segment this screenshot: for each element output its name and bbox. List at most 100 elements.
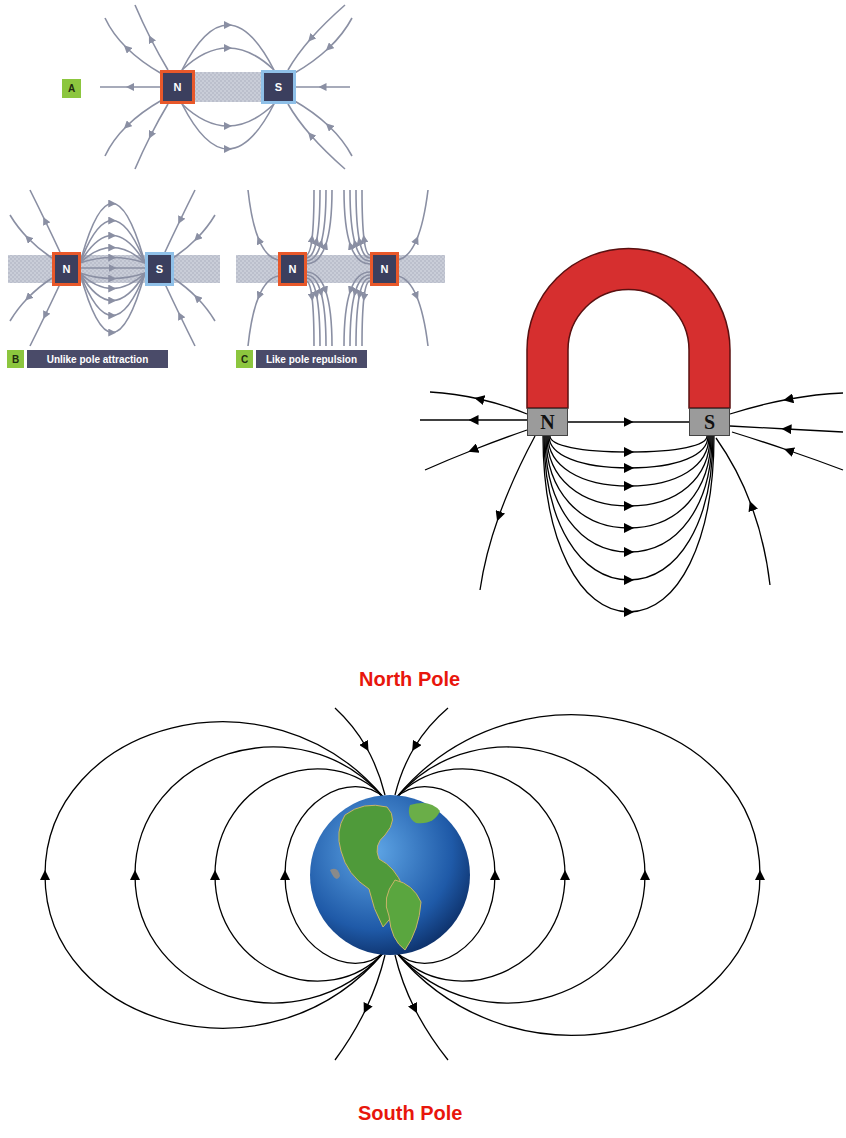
north-pole-box-text: N bbox=[289, 263, 297, 275]
field-line bbox=[420, 419, 527, 420]
horseshoe-pole-text: S bbox=[704, 411, 715, 434]
field-line bbox=[306, 190, 314, 255]
field-line bbox=[543, 436, 714, 612]
earth-globe bbox=[310, 795, 470, 955]
field-line bbox=[335, 955, 385, 1060]
field-line bbox=[45, 722, 384, 1028]
field-line bbox=[165, 284, 195, 346]
field-line bbox=[182, 104, 274, 149]
field-line bbox=[730, 393, 843, 414]
field-line bbox=[356, 278, 370, 346]
field-line bbox=[293, 100, 352, 156]
field-line bbox=[248, 276, 278, 346]
field-line bbox=[30, 190, 60, 252]
field-line bbox=[306, 272, 332, 346]
field-line bbox=[398, 190, 428, 260]
field-line bbox=[30, 284, 60, 346]
field-line bbox=[182, 48, 274, 70]
north-pole-box-text: N bbox=[63, 263, 71, 275]
north-pole-box-text: N bbox=[381, 263, 389, 275]
panel-letter-text: A bbox=[68, 83, 75, 94]
caption-band: Unlike pole attraction bbox=[27, 350, 168, 368]
field-line bbox=[547, 436, 710, 506]
field-line bbox=[356, 190, 370, 258]
field-line bbox=[306, 190, 326, 261]
horseshoe-pole-text: N bbox=[540, 411, 554, 434]
north-pole-box: N bbox=[278, 252, 307, 286]
caption-band: Like pole repulsion bbox=[256, 350, 367, 368]
field-line bbox=[549, 436, 708, 468]
field-line bbox=[100, 86, 160, 88]
field-line bbox=[248, 190, 278, 260]
north-pole-box-text: N bbox=[174, 81, 182, 93]
bar-magnet bbox=[8, 255, 220, 283]
field-line bbox=[480, 436, 535, 590]
field-line bbox=[730, 426, 843, 432]
south-pole-box-text: S bbox=[275, 81, 282, 93]
field-line bbox=[293, 18, 352, 74]
field-line bbox=[105, 100, 162, 156]
field-line bbox=[306, 278, 320, 346]
field-line bbox=[398, 276, 428, 346]
field-line bbox=[568, 421, 689, 422]
field-line bbox=[350, 275, 370, 346]
field-line bbox=[335, 708, 385, 795]
field-line bbox=[10, 278, 52, 321]
field-line bbox=[182, 25, 274, 70]
field-line bbox=[288, 104, 345, 169]
field-line bbox=[306, 190, 332, 264]
field-line bbox=[546, 436, 711, 528]
horseshoe-magnet bbox=[527, 249, 730, 409]
south-pole-box: S bbox=[145, 252, 174, 286]
field-line bbox=[182, 104, 274, 126]
field-line bbox=[288, 5, 345, 70]
panel-letter: A bbox=[62, 79, 81, 98]
panel-letter: B bbox=[7, 350, 24, 368]
field-line bbox=[306, 275, 326, 346]
field-line bbox=[425, 430, 527, 470]
field-line bbox=[545, 436, 712, 552]
horseshoe-pole: S bbox=[689, 408, 730, 436]
field-line bbox=[430, 392, 527, 414]
field-line bbox=[173, 215, 215, 258]
field-line bbox=[80, 204, 145, 264]
field-line bbox=[295, 86, 350, 88]
caption-band-text: Like pole repulsion bbox=[266, 354, 357, 365]
field-line bbox=[80, 267, 145, 269]
field-line bbox=[344, 272, 370, 346]
field-line bbox=[395, 955, 448, 1060]
panel-letter-text: B bbox=[12, 354, 19, 365]
field-line bbox=[544, 436, 713, 580]
pole-label: South Pole bbox=[358, 1102, 462, 1125]
field-line bbox=[350, 190, 370, 261]
field-line bbox=[105, 18, 162, 74]
horseshoe-pole: N bbox=[527, 408, 568, 436]
field-line bbox=[732, 432, 843, 470]
field-line bbox=[80, 221, 145, 264]
field-line bbox=[362, 281, 370, 346]
field-line bbox=[165, 190, 195, 252]
caption-band-text: Unlike pole attraction bbox=[47, 354, 149, 365]
field-line bbox=[306, 281, 314, 346]
field-line bbox=[10, 215, 52, 258]
pole-label: North Pole bbox=[359, 668, 460, 691]
panel-letter: C bbox=[236, 350, 253, 368]
south-pole-box-text: S bbox=[156, 263, 163, 275]
field-line bbox=[344, 190, 370, 264]
field-line bbox=[306, 190, 320, 258]
field-line bbox=[550, 436, 707, 452]
panel-letter-text: C bbox=[241, 354, 248, 365]
north-pole-box: N bbox=[52, 252, 81, 286]
north-pole-box: N bbox=[370, 252, 399, 286]
field-line bbox=[548, 436, 709, 486]
field-line bbox=[80, 273, 145, 333]
north-pole-box: N bbox=[160, 70, 195, 104]
field-line bbox=[80, 273, 145, 279]
field-line bbox=[716, 438, 770, 585]
field-line bbox=[362, 190, 370, 255]
south-pole-box: S bbox=[261, 70, 296, 104]
field-line bbox=[173, 278, 215, 321]
